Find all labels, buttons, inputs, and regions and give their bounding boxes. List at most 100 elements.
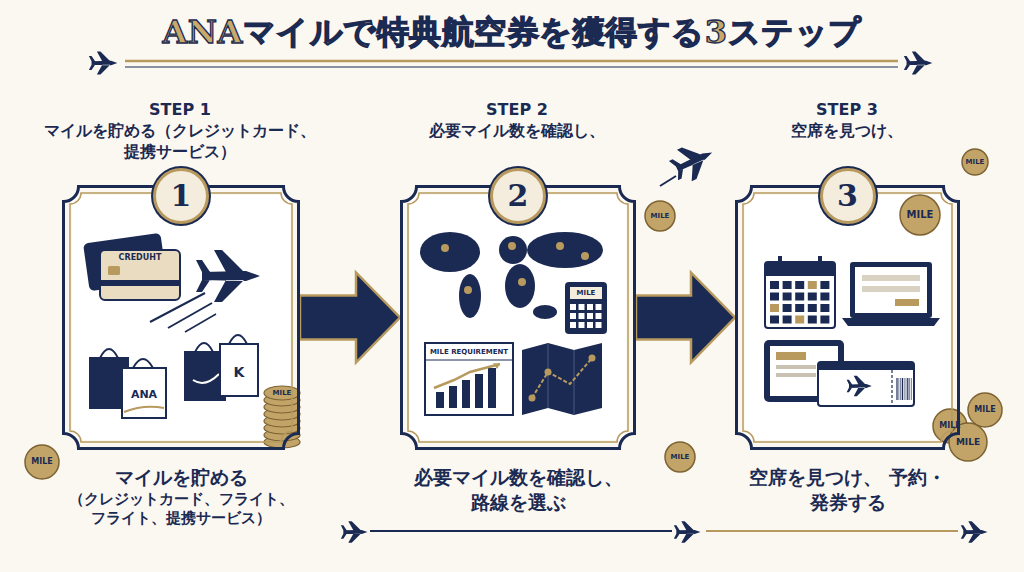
calendar bbox=[820, 281, 829, 289]
mile-chart bbox=[425, 360, 513, 361]
folded-map bbox=[545, 369, 552, 376]
calculator bbox=[570, 304, 576, 310]
title-rule bbox=[904, 51, 932, 74]
coin-text: MILE bbox=[939, 422, 961, 430]
panel-border bbox=[737, 187, 959, 449]
laptop bbox=[862, 275, 920, 281]
shopping-bags bbox=[100, 349, 118, 358]
caption-text: 必要マイル数を確認し、 路線を選ぶ bbox=[400, 465, 636, 514]
calendar bbox=[765, 262, 835, 328]
mile-coin bbox=[900, 195, 940, 235]
shopping-bags bbox=[124, 407, 164, 412]
tablet bbox=[776, 352, 806, 360]
mile-chart bbox=[493, 363, 500, 369]
airplane-icon bbox=[150, 293, 205, 322]
calendar bbox=[770, 281, 779, 289]
step-caption: 空席を見つけ、 予約・発券する bbox=[730, 465, 966, 514]
calendar bbox=[765, 262, 835, 276]
coin-text: MILE bbox=[577, 290, 596, 297]
calculator bbox=[579, 322, 585, 328]
title-rule bbox=[125, 60, 898, 63]
mile-chart bbox=[462, 380, 470, 408]
boarding-pass bbox=[897, 378, 911, 400]
calendar bbox=[770, 293, 779, 301]
step-panel: STEP 2必要マイル数を確認し、必要マイル数を確認し、 路線を選ぶ 2 bbox=[367, 100, 667, 550]
airplane-icon bbox=[150, 250, 260, 332]
folded-map bbox=[532, 358, 592, 398]
panel-frame bbox=[735, 185, 960, 450]
step-panel: STEP 1マイルを貯める（クレジットカード、 提携サービス）マイルを貯める（ク… bbox=[30, 100, 330, 550]
calculator bbox=[587, 322, 593, 328]
coin-text: MILE bbox=[651, 213, 670, 220]
calculator bbox=[579, 304, 585, 310]
laptop bbox=[842, 318, 940, 326]
flying-plane bbox=[660, 137, 719, 186]
calculator bbox=[570, 304, 602, 328]
panel-border bbox=[64, 187, 299, 449]
calendar bbox=[818, 256, 822, 267]
airplane-icon bbox=[168, 303, 212, 328]
calculator bbox=[579, 313, 585, 319]
title-rule bbox=[89, 51, 117, 74]
coin-text: K bbox=[234, 365, 245, 379]
credit-card bbox=[83, 233, 180, 300]
panel-border bbox=[743, 193, 952, 442]
calendar bbox=[795, 293, 804, 301]
credit-card bbox=[100, 280, 180, 286]
step-label: STEP 1 bbox=[35, 100, 325, 121]
coin-text: MILE bbox=[974, 406, 996, 414]
mile-coin bbox=[25, 149, 1002, 479]
step-number: 2 bbox=[508, 181, 529, 211]
world-map bbox=[581, 252, 589, 260]
shopping-bags bbox=[220, 344, 258, 396]
step-label: STEP 2 bbox=[372, 100, 662, 121]
flying-plane bbox=[666, 137, 719, 186]
calendar bbox=[778, 256, 782, 267]
bottom-rule bbox=[370, 530, 672, 532]
world-map bbox=[505, 264, 535, 308]
coin-text: MILE bbox=[31, 458, 53, 466]
calendar bbox=[795, 281, 804, 289]
step-subtitle: 空席を見つけ、 bbox=[702, 121, 992, 142]
mile-coin bbox=[968, 393, 1002, 427]
mile-chart bbox=[488, 368, 496, 408]
calendar bbox=[783, 316, 792, 324]
folded-map bbox=[589, 355, 596, 362]
bottom-rule bbox=[674, 521, 701, 543]
calculator bbox=[587, 313, 593, 319]
mile-coin bbox=[645, 201, 675, 231]
calendar bbox=[770, 316, 779, 324]
calculator bbox=[587, 304, 593, 310]
boarding-pass bbox=[818, 362, 914, 370]
laptop bbox=[862, 286, 920, 292]
panel-border bbox=[70, 193, 292, 442]
bottom-rule bbox=[341, 521, 368, 543]
world-map bbox=[464, 286, 472, 294]
caption-text: （クレジットカード、フライト、 フライト、提携サービス） bbox=[56, 490, 306, 529]
boarding-pass bbox=[911, 378, 912, 400]
boarding-pass bbox=[818, 362, 914, 406]
bottom-rule bbox=[706, 530, 958, 532]
mile-chart bbox=[434, 364, 500, 388]
calendar bbox=[770, 281, 829, 324]
world-map bbox=[499, 236, 527, 264]
world-map bbox=[527, 232, 603, 268]
calculator bbox=[565, 282, 607, 334]
calendar bbox=[783, 304, 792, 312]
coin-text: ANA bbox=[131, 389, 157, 400]
laptop bbox=[855, 267, 927, 313]
airplane-icon bbox=[185, 314, 216, 332]
panel-border bbox=[408, 193, 628, 442]
calendar bbox=[795, 316, 804, 324]
calendar bbox=[783, 293, 792, 301]
calendar bbox=[770, 304, 779, 312]
boarding-pass bbox=[891, 370, 892, 406]
tablet bbox=[776, 365, 816, 369]
panel-frame bbox=[400, 185, 636, 450]
world-map bbox=[420, 232, 603, 319]
step-number: 3 bbox=[837, 181, 858, 211]
illustration-text: CREDUHT bbox=[119, 254, 162, 262]
folded-map bbox=[522, 343, 602, 415]
step-subtitle: 必要マイル数を確認し、 bbox=[372, 121, 662, 142]
world-map bbox=[508, 242, 516, 250]
